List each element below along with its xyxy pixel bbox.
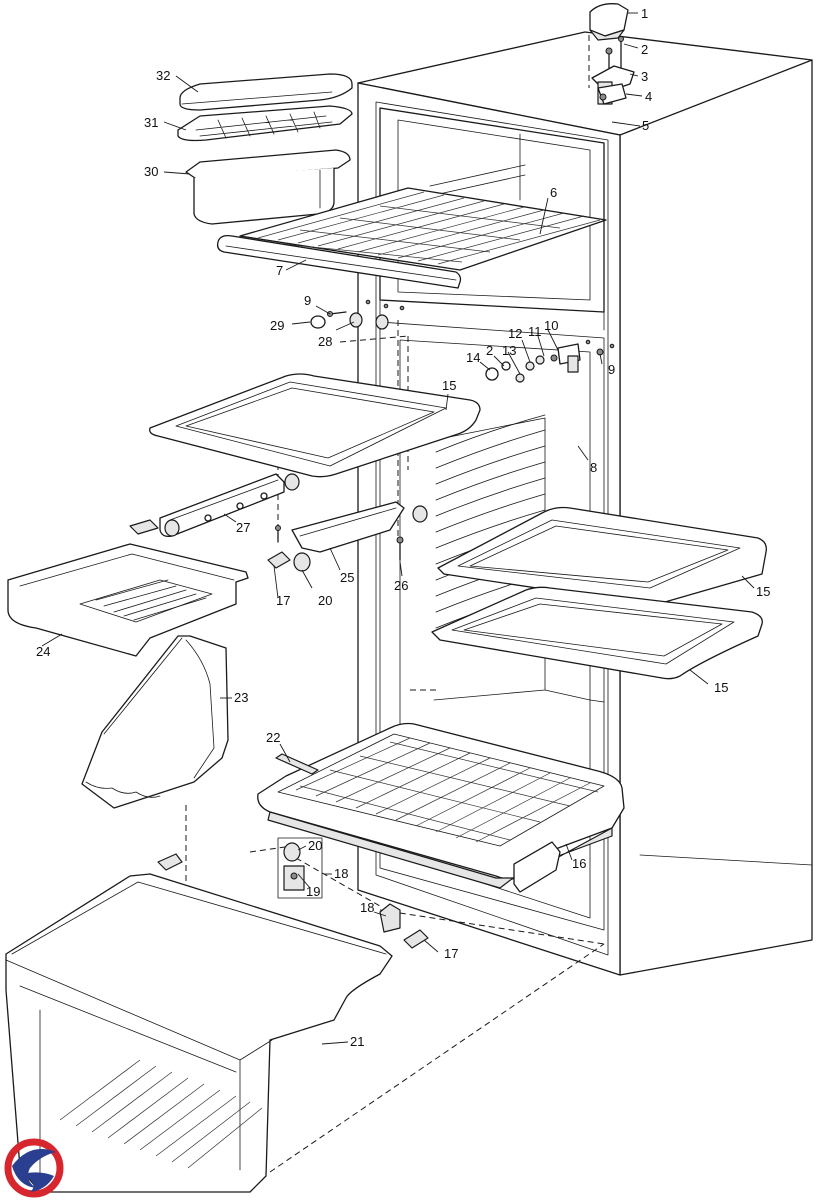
callout-3: 3 (641, 69, 648, 84)
callout-25: 25 (340, 570, 354, 585)
top-hinge (591, 65, 635, 105)
glass-shelf-lower (431, 586, 763, 680)
callout-17-upper: 17 (276, 593, 290, 608)
ice-bin (185, 149, 351, 225)
callout-15-lower: 15 (714, 680, 728, 695)
callout-6: 6 (550, 185, 557, 200)
callout-15-middle: 15 (756, 584, 770, 599)
callout-20-upper: 20 (318, 593, 332, 608)
small-hardware-right (485, 339, 615, 383)
callout-1: 1 (641, 6, 648, 21)
callout-32: 32 (156, 68, 170, 83)
callout-13: 13 (502, 343, 516, 358)
callout-17-lower: 17 (444, 946, 458, 961)
freezer-shelf-trim (216, 234, 462, 289)
brand-logo-icon (4, 1138, 64, 1198)
screws (275, 525, 404, 561)
crisper-bracket-right (291, 501, 428, 553)
hinge-screws (605, 36, 624, 71)
callout-11: 11 (528, 324, 542, 339)
callout-23: 23 (234, 690, 248, 705)
callout-19: 19 (306, 884, 320, 899)
support-bracket-detail (277, 837, 323, 899)
callout-27: 27 (236, 520, 250, 535)
crisper-divider (81, 635, 229, 809)
callout-21: 21 (350, 1034, 364, 1049)
callout-18-lower: 18 (360, 900, 374, 915)
callout-9-right: 9 (608, 362, 615, 377)
callout-26: 26 (394, 578, 408, 593)
callout-14: 14 (466, 350, 480, 365)
callout-20-box: 20 (308, 838, 322, 853)
small-hardware-left (310, 299, 405, 330)
callout-12: 12 (508, 326, 522, 341)
freezer-wire-shelf (239, 187, 607, 271)
callout-22: 22 (266, 730, 280, 745)
rollers-and-slides (129, 519, 429, 949)
callout-8: 8 (590, 460, 597, 475)
crisper-rail-left (159, 473, 300, 538)
callout-15-upper: 15 (442, 378, 456, 393)
callout-16: 16 (572, 856, 586, 871)
hinge-cover (589, 3, 629, 41)
crisper-drawer-large (5, 873, 393, 1193)
callout-29: 29 (270, 318, 284, 333)
callout-9-left: 9 (304, 293, 311, 308)
crisper-cover-frame (257, 722, 625, 893)
callout-labels: 1 2 3 4 5 6 7 8 9 9 10 11 12 13 2 14 15 … (36, 6, 770, 1049)
crisper-drawer-small (7, 543, 249, 657)
callout-7: 7 (276, 263, 283, 278)
support-bracket-right (379, 903, 401, 933)
callout-2: 2 (641, 42, 648, 57)
ice-tray (177, 105, 353, 142)
ice-bin-cover (179, 73, 353, 111)
cover-rod (275, 753, 319, 775)
callout-24: 24 (36, 644, 50, 659)
glass-shelf-middle (437, 506, 767, 606)
callout-4: 4 (645, 89, 652, 104)
leader-lines (41, 12, 755, 1045)
callout-2-lower: 2 (486, 343, 493, 358)
callout-31: 31 (144, 115, 158, 130)
callout-28: 28 (318, 334, 332, 349)
callout-30: 30 (144, 164, 158, 179)
callout-10: 10 (544, 318, 558, 333)
callout-5: 5 (642, 118, 649, 133)
callout-18-box: 18 (334, 866, 348, 881)
glass-shelf-upper (149, 373, 481, 478)
